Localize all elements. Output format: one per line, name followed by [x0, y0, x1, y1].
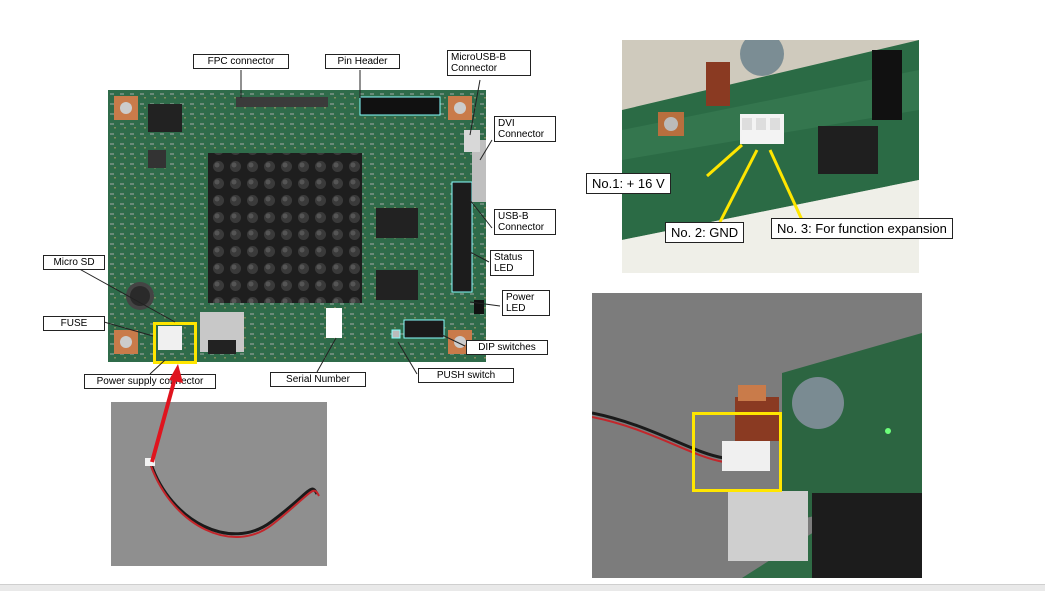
label-pin-header: Pin Header [325, 54, 400, 69]
label-microusb-connector: MicroUSB-B Connector [447, 50, 531, 76]
label-micro-sd: Micro SD [43, 255, 105, 270]
label-fpc-connector: FPC connector [193, 54, 289, 69]
plugged-connector-highlight [692, 412, 782, 492]
label-serial-number: Serial Number [270, 372, 366, 387]
label-power-supply-connector: Power supply connector [84, 374, 216, 389]
cable-photo [111, 402, 327, 566]
label-usb-b-connector: USB-B Connector [494, 209, 556, 235]
power-connector-highlight [153, 322, 197, 364]
label-pin1: No.1: + 16 V [586, 173, 671, 194]
label-dvi-connector: DVI Connector [494, 116, 556, 142]
label-dip-switches: DIP switches [466, 340, 548, 355]
label-fuse: FUSE [43, 316, 105, 331]
label-power-led: Power LED [502, 290, 550, 316]
label-pin3: No. 3: For function expansion [771, 218, 953, 239]
label-pin2: No. 2: GND [665, 222, 745, 243]
label-push-switch: PUSH switch [418, 368, 514, 383]
plugged-cable-photo [592, 293, 922, 578]
label-status-led: Status LED [490, 250, 534, 276]
bottom-scrollbar-track [0, 584, 1045, 591]
